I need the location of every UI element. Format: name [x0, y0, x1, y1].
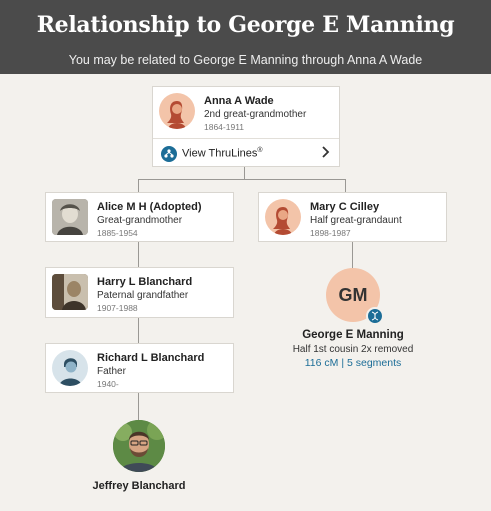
ancestor-card[interactable]: Anna A Wade 2nd great-grandmother 1864-1…	[152, 86, 340, 167]
shared-dna-link[interactable]: 116 cM	[304, 357, 339, 369]
connector-right-1	[352, 242, 353, 268]
person-relationship: Half great-grandaunt	[310, 215, 402, 226]
dna-match-icon	[366, 307, 384, 325]
page-subtitle: You may be related to George E Manning t…	[68, 53, 423, 67]
person-dates: 1898-1987	[310, 228, 351, 238]
person-card-harry[interactable]: Harry L Blanchard Paternal grandfather 1…	[45, 267, 234, 318]
match-name[interactable]: George E Manning	[302, 329, 404, 341]
segments-link[interactable]: 5 segments	[346, 357, 402, 369]
page-header: Relationship to George E Manning You may…	[0, 0, 491, 74]
match-relationship: Half 1st cousin 2x removed	[292, 344, 414, 355]
connector-ancestor-down	[244, 167, 245, 179]
thrulines-label: View ThruLines®	[182, 147, 263, 160]
dna-separator: |	[341, 357, 345, 369]
person-relationship: Great-grandmother	[97, 215, 183, 226]
person-dates: 1907-1988	[97, 303, 138, 313]
photo-avatar-icon	[52, 199, 88, 235]
registered-mark: ®	[257, 147, 263, 154]
person-card-alice[interactable]: Alice M H (Adopted) Great-grandmother 18…	[45, 192, 234, 242]
ancestor-relationship: 2nd great-grandmother	[204, 109, 307, 120]
thrulines-icon	[161, 146, 177, 162]
person-card-richard[interactable]: Richard L Blanchard Father 1940-	[45, 343, 234, 393]
person-name[interactable]: Richard L Blanchard	[97, 352, 205, 364]
person-name[interactable]: Mary C Cilley	[310, 201, 380, 213]
person-dates: 1940-	[97, 379, 119, 389]
female-avatar-icon	[265, 199, 301, 235]
connector-left-2	[138, 318, 139, 343]
thrulines-text: View ThruLines	[182, 147, 258, 160]
female-avatar-icon	[159, 93, 195, 129]
connector-left-1	[138, 242, 139, 267]
male-avatar-icon	[52, 350, 88, 386]
chevron-right-icon	[321, 145, 331, 162]
view-thrulines-button[interactable]: View ThruLines®	[153, 138, 339, 169]
page-title: Relationship to George E Manning	[36, 12, 455, 38]
self-photo-avatar[interactable]	[113, 420, 165, 472]
person-relationship: Paternal grandfather	[97, 290, 189, 301]
person-dates: 1885-1954	[97, 228, 138, 238]
photo-avatar-icon	[52, 274, 88, 310]
person-name[interactable]: Harry L Blanchard	[97, 276, 193, 288]
person-card-mary[interactable]: Mary C Cilley Half great-grandaunt 1898-…	[258, 192, 447, 242]
self-name[interactable]: Jeffrey Blanchard	[92, 480, 186, 492]
connector-right-down	[345, 179, 346, 192]
ancestor-dates: 1864-1911	[204, 122, 245, 132]
person-relationship: Father	[97, 366, 126, 377]
person-name[interactable]: Alice M H (Adopted)	[97, 201, 202, 213]
connector-left-down	[138, 179, 139, 192]
connector-horizontal	[138, 179, 346, 180]
ancestor-name[interactable]: Anna A Wade	[204, 95, 274, 107]
connector-left-3	[138, 393, 139, 420]
match-dna-summary: 116 cM | 5 segments	[260, 357, 446, 369]
